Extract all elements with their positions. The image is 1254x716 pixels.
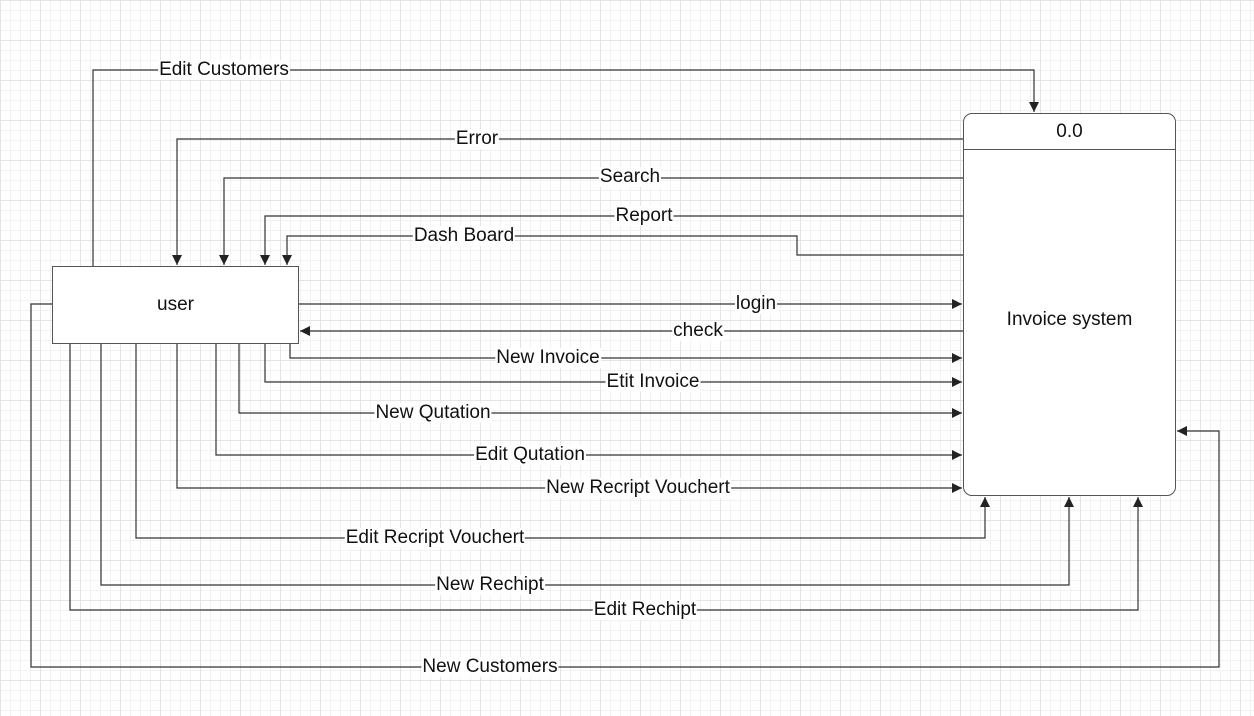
edge-edit-recript-vouchert[interactable] (135, 344, 990, 539)
flow-label-login: login (734, 293, 778, 314)
flow-label-edit-recript-vouchert: Edit Recript Vouchert (344, 527, 526, 548)
edge-error[interactable] (172, 138, 963, 265)
flow-label-etit-invoice: Etit Invoice (605, 371, 701, 392)
edge-new-customers[interactable] (30, 303, 1220, 668)
flow-label-new-qutation: New Qutation (374, 402, 492, 423)
flow-label-edit-qutation: Edit Qutation (474, 444, 586, 465)
flow-label-report: Report (614, 205, 674, 226)
edge-report[interactable] (260, 215, 963, 265)
flow-label-dash-board: Dash Board (412, 225, 516, 246)
flow-label-edit-rechipt: Edit Rechipt (592, 599, 698, 620)
flow-label-check: check (672, 320, 724, 341)
external-entity-user[interactable]: user (52, 266, 299, 344)
flow-label-edit-customers: Edit Customers (158, 59, 290, 80)
entity-label: user (157, 294, 194, 315)
edge-search[interactable] (219, 177, 963, 265)
process-invoice-system[interactable]: 0.0 Invoice system (963, 113, 1176, 496)
flow-label-new-customers: New Customers (421, 656, 559, 677)
edge-new-qutation[interactable] (238, 344, 962, 418)
flow-label-new-rechipt: New Rechipt (435, 574, 545, 595)
flow-label-new-recript-vouchert: New Recript Vouchert (545, 477, 731, 498)
flow-label-error: Error (454, 128, 500, 149)
edge-new-invoice[interactable] (289, 344, 962, 363)
edge-edit-customers[interactable] (92, 69, 1039, 266)
process-id: 0.0 (964, 114, 1175, 150)
process-name: Invoice system (1006, 309, 1133, 330)
flow-label-search: Search (598, 166, 662, 187)
edge-etit-invoice[interactable] (264, 344, 962, 387)
edge-dash-board[interactable] (282, 235, 963, 265)
edge-new-rechipt[interactable] (100, 344, 1074, 586)
flow-label-new-invoice: New Invoice (495, 347, 601, 368)
edge-edit-qutation[interactable] (215, 344, 962, 460)
